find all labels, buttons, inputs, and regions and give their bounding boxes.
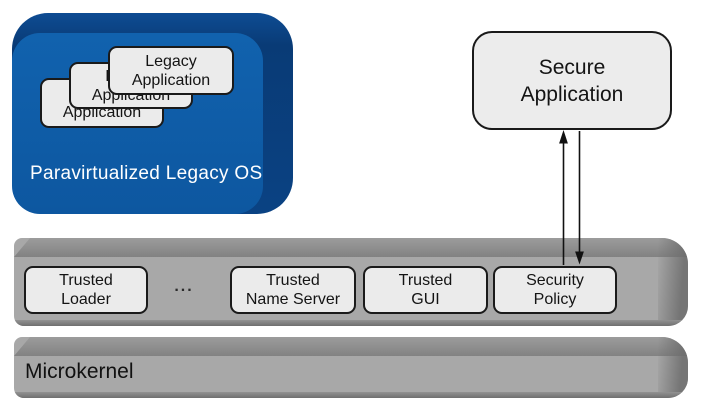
bar-right-bevel [658, 337, 688, 398]
trusted-name-server-box: Trusted Name Server [230, 266, 356, 314]
security-policy-label-line2: Policy [533, 291, 577, 308]
security-policy-label-line1: Security [526, 272, 584, 289]
trusted-name-server-label-line1: Trusted [266, 272, 320, 289]
legacy-os-label: Paravirtualized Legacy OS [30, 163, 263, 184]
secure-application-label-line2: Application [520, 82, 624, 106]
trusted-loader-box: Trusted Loader [24, 266, 148, 314]
trusted-gui-label-line1: Trusted [398, 272, 453, 289]
bar-bottom-bevel [14, 392, 688, 398]
secure-application-label-line1: Secure [538, 55, 606, 79]
microkernel-label: Microkernel [25, 360, 134, 383]
trusted-gui-box: Trusted GUI [363, 266, 488, 314]
trusted-loader-label-line2: Loader [61, 291, 111, 308]
bar-top-bevel [14, 238, 688, 257]
trusted-loader-label-line1: Trusted [59, 272, 113, 289]
trusted-name-server-label-line2: Name Server [245, 291, 341, 308]
bar-right-bevel [658, 238, 688, 326]
microkernel-bar: Microkernel [14, 337, 688, 398]
ellipsis-more-services: ... [174, 278, 194, 295]
bar-bottom-bevel [14, 320, 688, 326]
trusted-services-bar: Trusted Loader ... Trusted Name Server T… [14, 238, 688, 326]
security-policy-box: Security Policy [493, 266, 617, 314]
trusted-gui-label-line2: GUI [411, 291, 440, 308]
bar-top-bevel [14, 337, 688, 356]
legacy-application-label-line2: Application [131, 71, 211, 89]
secure-application-box: Secure Application [472, 31, 672, 130]
legacy-application-box-front: Legacy Application [108, 46, 234, 95]
legacy-application-label-line1: Legacy [145, 52, 197, 70]
